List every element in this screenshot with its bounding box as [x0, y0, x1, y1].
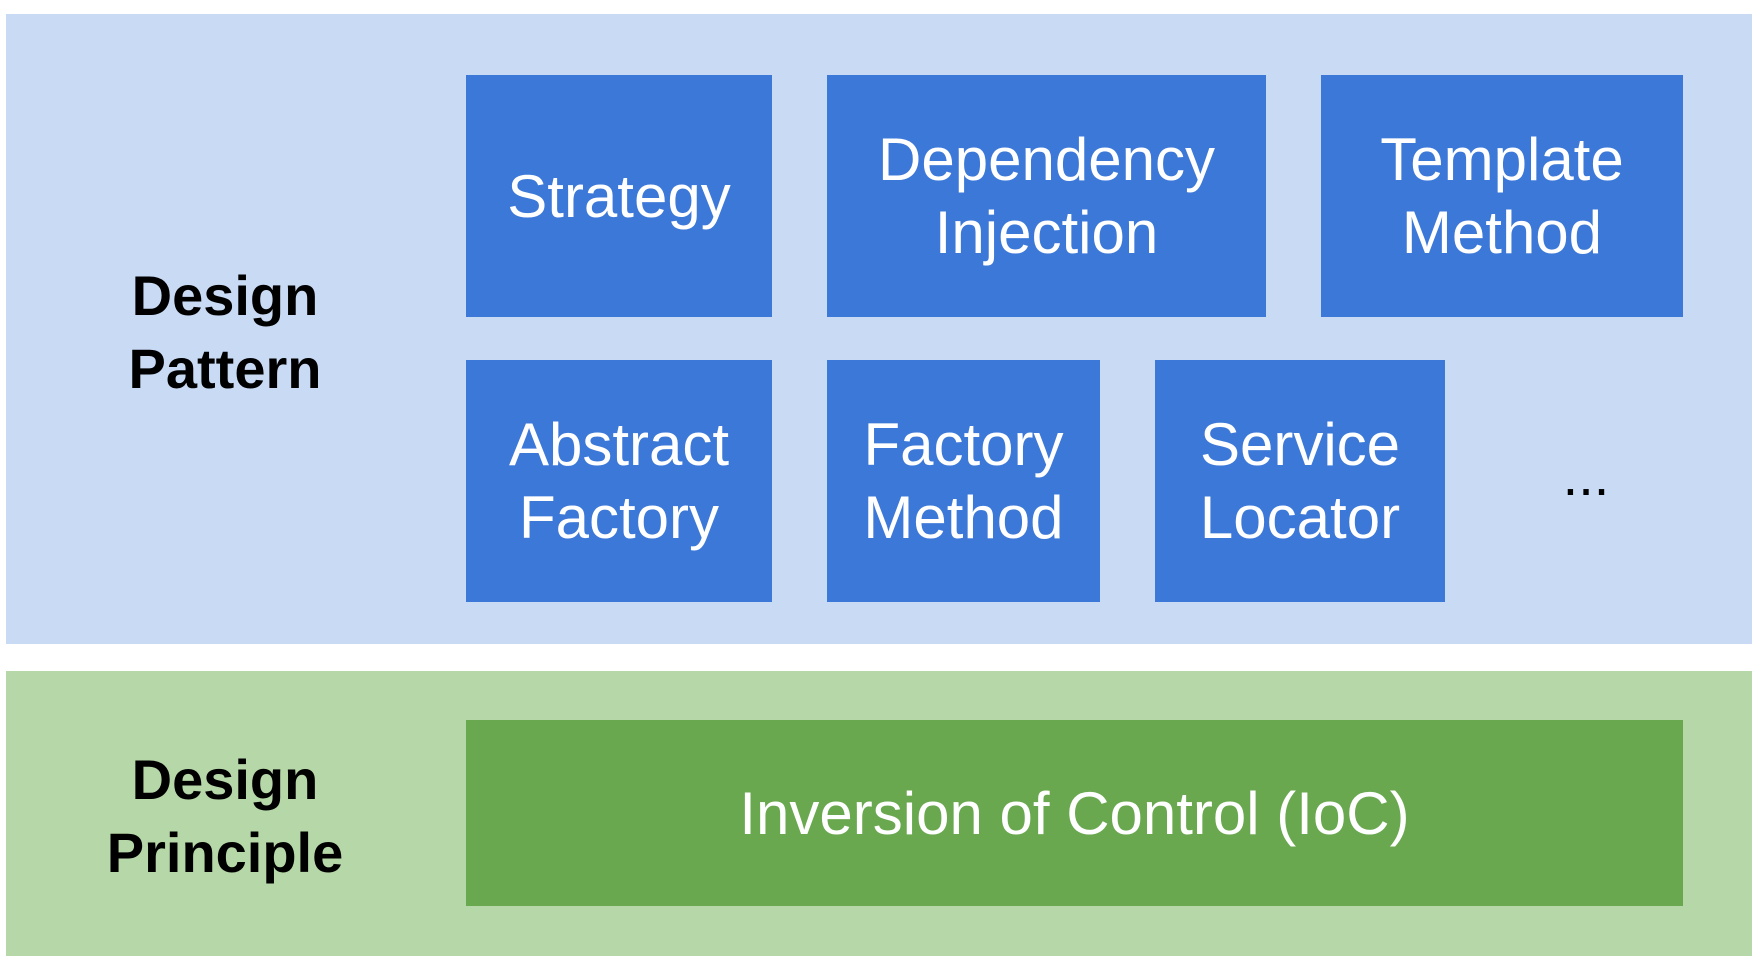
- strategy-box: Strategy: [466, 75, 772, 317]
- service-locator-box: Service Locator: [1155, 360, 1445, 602]
- factory-method-box: Factory Method: [827, 360, 1100, 602]
- abstract-factory-box: Abstract Factory: [466, 360, 772, 602]
- more-patterns-ellipsis: ...: [1562, 444, 1610, 507]
- dependency-injection-box: Dependency Injection: [827, 75, 1266, 317]
- inversion-of-control-box: Inversion of Control (IoC): [466, 720, 1683, 906]
- design-principle-label: Design Principle: [106, 748, 344, 884]
- template-method-box: Template Method: [1321, 75, 1683, 317]
- design-pattern-label: Design Pattern: [128, 264, 322, 400]
